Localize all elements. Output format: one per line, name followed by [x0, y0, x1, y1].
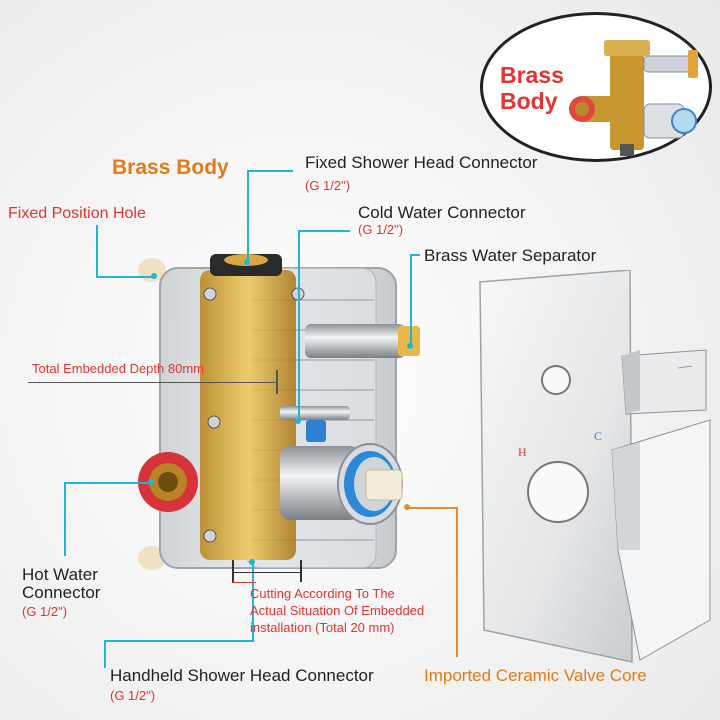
hot-mark: H	[518, 445, 527, 459]
cold-mark: C	[594, 429, 602, 443]
cold-water-size: (G 1/2")	[358, 222, 404, 237]
hot-water-label-2: Connector	[22, 583, 101, 602]
trim-plate-illustration: H C	[479, 270, 711, 663]
cold-water-label: Cold Water Connector	[358, 203, 526, 222]
fixed-shower-head-label: Fixed Shower Head Connector	[305, 153, 538, 172]
embedded-depth-label: Total Embedded Depth 80mm	[32, 361, 204, 376]
fixed-shower-head-size: (G 1/2")	[305, 178, 351, 193]
hot-water-label-1: Hot Water	[22, 565, 98, 584]
ceramic-core-label: Imported Ceramic Valve Core	[424, 666, 647, 685]
cutting-note-1: Cutting According To The	[250, 586, 395, 601]
valve-body-illustration	[138, 254, 420, 570]
brass-separator-label: Brass Water Separator	[424, 246, 597, 265]
fixed-position-hole-label: Fixed Position Hole	[8, 205, 146, 222]
depth-end-mark	[276, 370, 278, 394]
cutting-note-3: installation (Total 20 mm)	[250, 620, 395, 635]
brass-body-mini-icon	[569, 40, 698, 156]
cutting-note-2: Actual Situation Of Embedded	[250, 603, 425, 618]
brass-body-label: Brass Body	[112, 156, 229, 179]
handheld-label: Handheld Shower Head Connector	[110, 666, 374, 685]
brass-body-bubble	[480, 12, 712, 162]
handheld-size: (G 1/2")	[110, 688, 156, 703]
hot-water-size: (G 1/2")	[22, 604, 68, 619]
depth-line	[28, 382, 278, 383]
bubble-label: Brass Body	[500, 62, 564, 114]
